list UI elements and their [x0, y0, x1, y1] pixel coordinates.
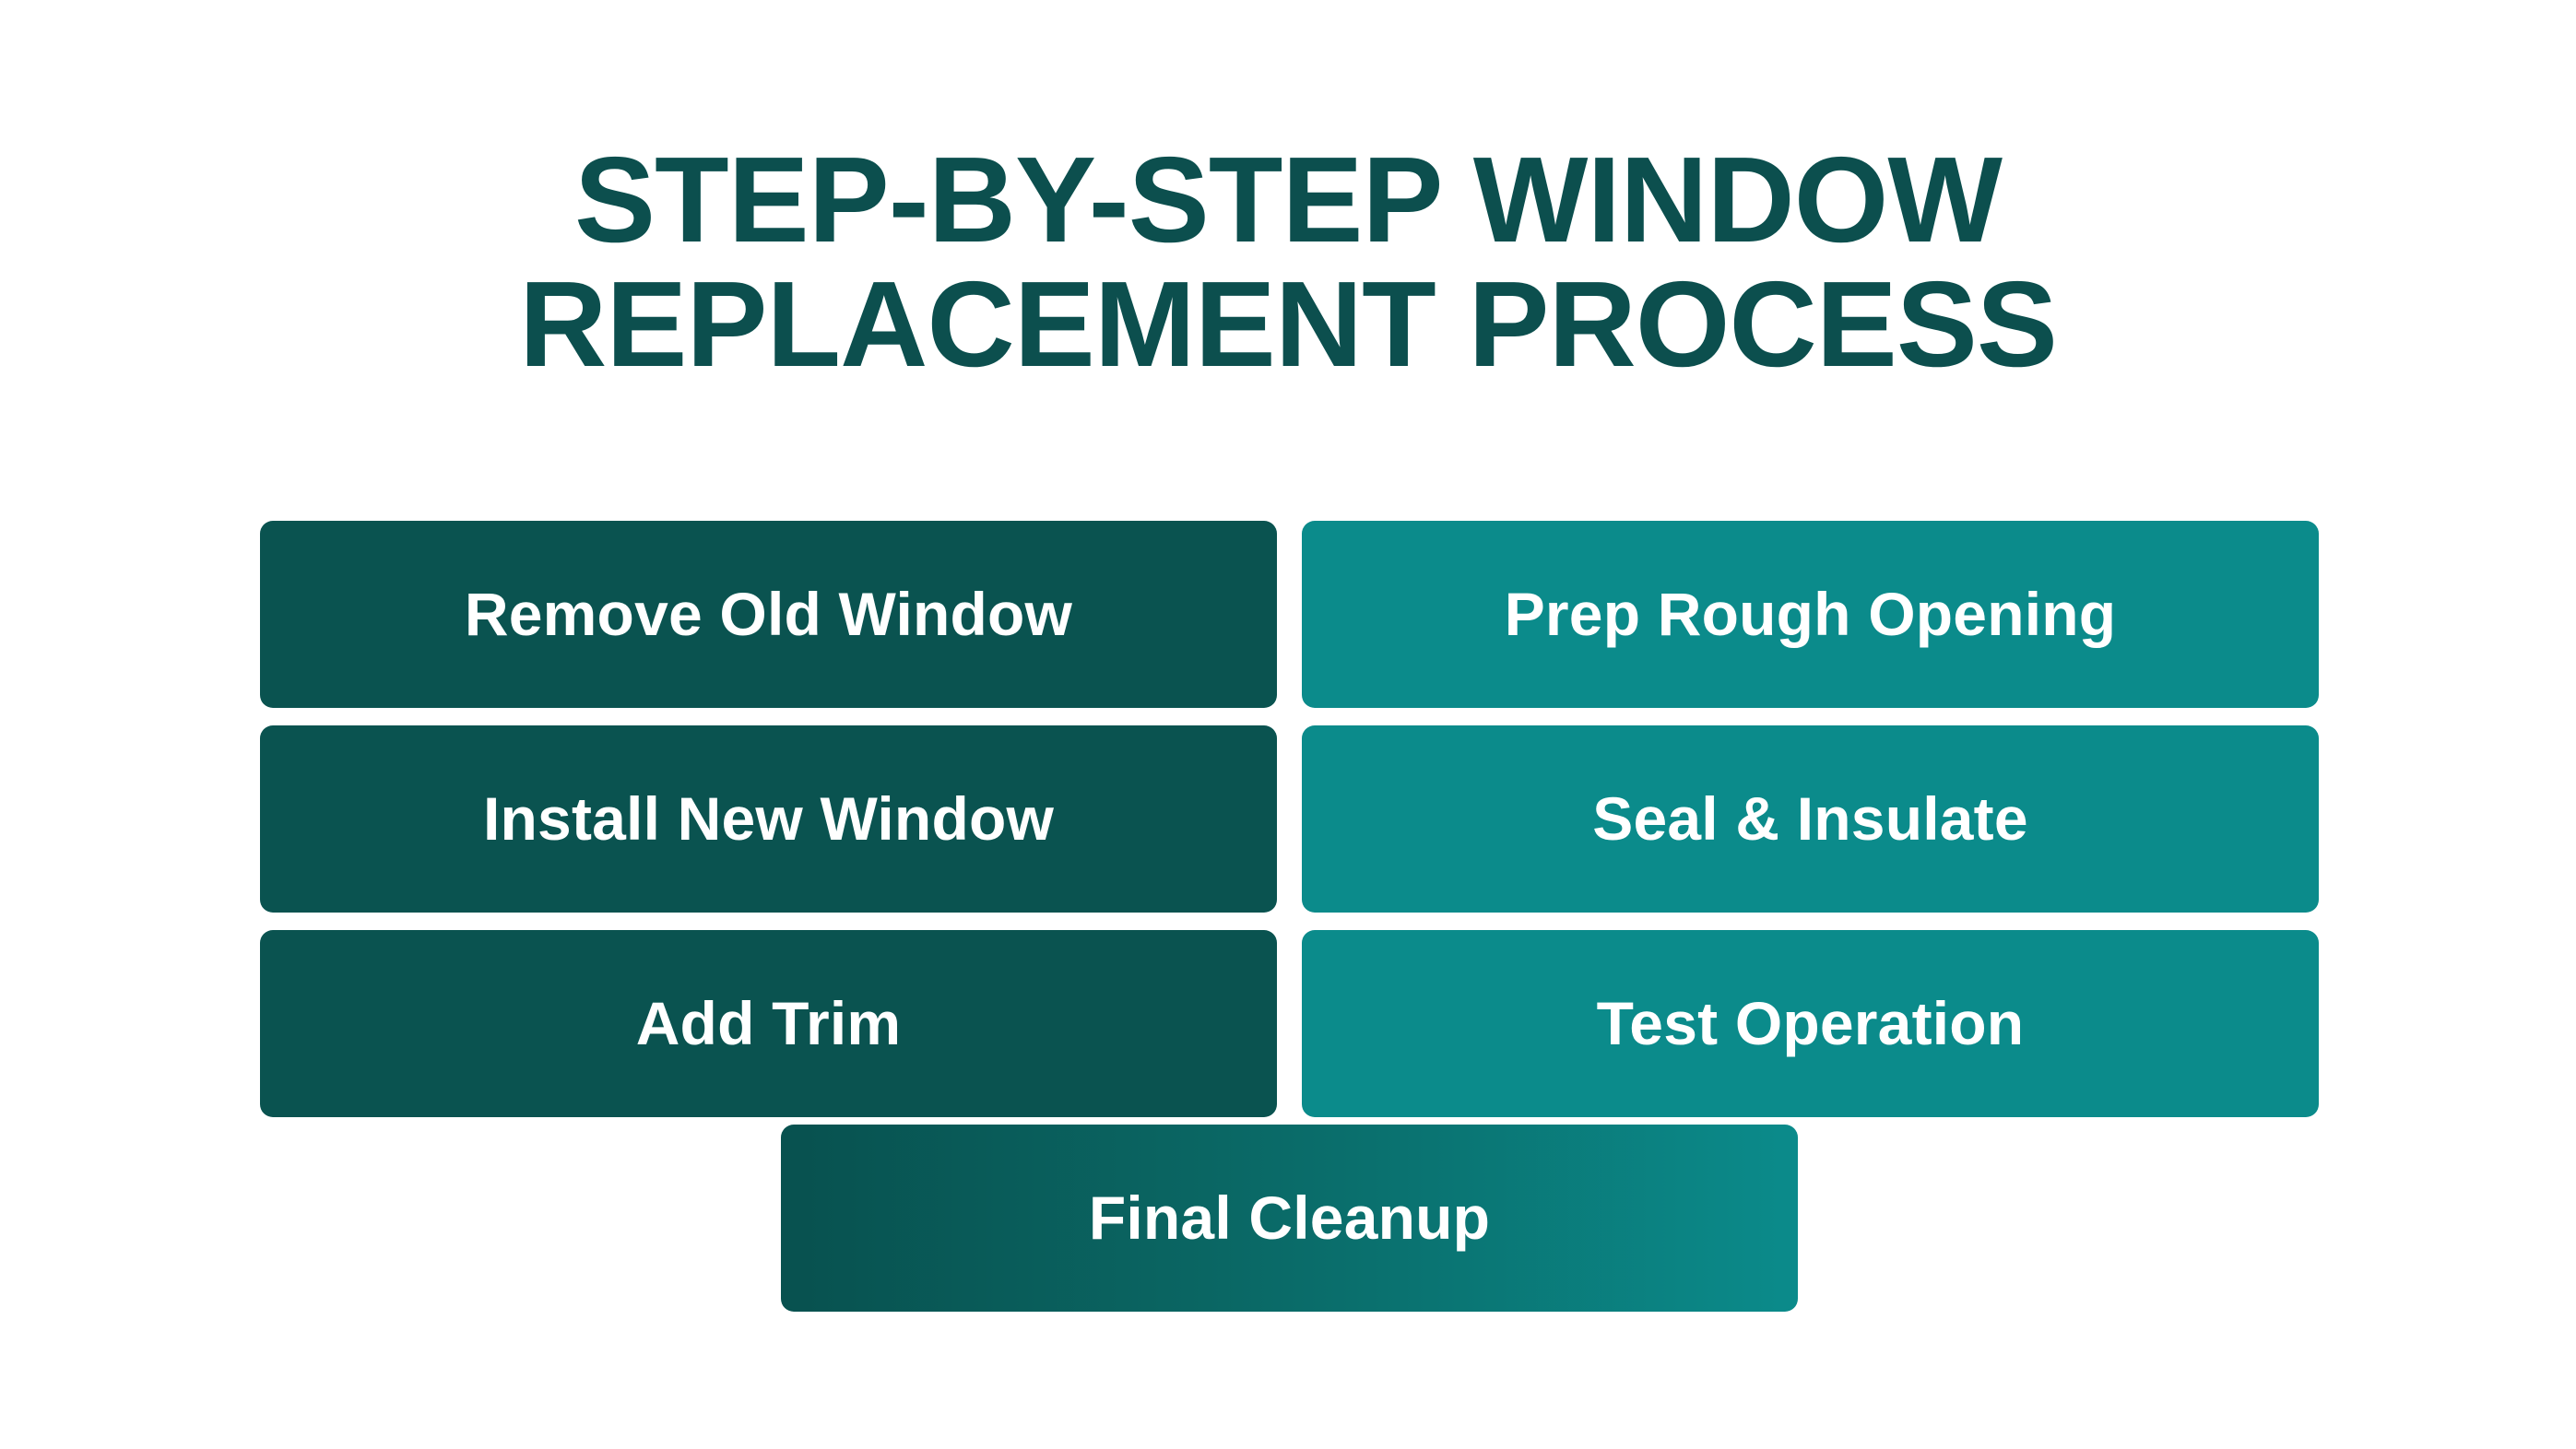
step-label: Final Cleanup — [1088, 1184, 1491, 1253]
step-box-seal-and-insulate[interactable]: Seal & Insulate — [1302, 725, 2319, 913]
step-label: Remove Old Window — [464, 580, 1073, 649]
step-label: Test Operation — [1596, 989, 2025, 1058]
step-box-final-cleanup[interactable]: Final Cleanup — [781, 1125, 1798, 1312]
step-box-install-new-window[interactable]: Install New Window — [260, 725, 1277, 913]
step-label: Install New Window — [482, 784, 1055, 854]
step-box-add-trim[interactable]: Add Trim — [260, 930, 1277, 1117]
page-title-line-2: REPLACEMENT PROCESS — [519, 255, 2058, 392]
step-label: Prep Rough Opening — [1504, 580, 2117, 649]
page-title: STEP-BY-STEP WINDOW REPLACEMENT PROCESS — [0, 132, 2576, 392]
process-steps-grid: Remove Old Window Prep Rough Opening Ins… — [260, 521, 2319, 1117]
step-box-test-operation[interactable]: Test Operation — [1302, 930, 2319, 1117]
step-box-prep-rough-opening[interactable]: Prep Rough Opening — [1302, 521, 2319, 708]
step-box-remove-old-window[interactable]: Remove Old Window — [260, 521, 1277, 708]
step-label: Add Trim — [635, 989, 902, 1058]
step-label: Seal & Insulate — [1592, 784, 2028, 854]
page-title-line-1: STEP-BY-STEP WINDOW — [574, 132, 2003, 267]
final-step-row: Final Cleanup — [781, 1125, 1798, 1312]
